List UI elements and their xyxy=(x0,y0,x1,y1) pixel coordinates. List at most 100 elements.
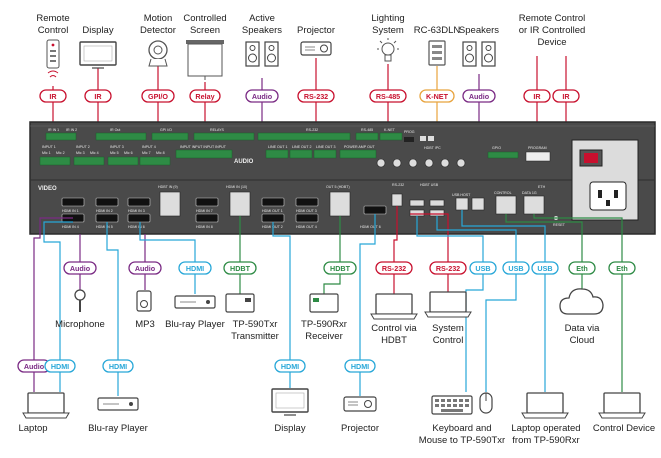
panel-usb-host: USB HOST xyxy=(452,193,471,197)
data-cloud-label-2: Cloud xyxy=(570,335,595,346)
remote-ir-device: Remote Control or IR Controlled Device xyxy=(519,13,586,80)
panel-input-4: INPUT 4 xyxy=(142,145,156,149)
keyboard-label-2: Mouse to TP-590Txr xyxy=(419,435,505,446)
laptop-icon xyxy=(27,392,65,414)
badge-eth-a: Eth xyxy=(568,261,596,275)
svg-text:Audio: Audio xyxy=(252,92,273,101)
panel-power-amp: POWER AMP OUT xyxy=(344,145,375,149)
tp590txr-label-1: TP-590Txr xyxy=(233,319,278,330)
badge-rs232-top: RS-232 xyxy=(297,89,335,103)
line-out-terminals xyxy=(265,149,377,159)
speaker-icon xyxy=(462,41,496,67)
motion-detector-label-1: Motion xyxy=(144,13,173,24)
active-speakers-label-2: Speakers xyxy=(242,25,282,36)
bottom-badges: Audio Audio HDMI HDBT HDBT RS-232 RS-232… xyxy=(17,261,636,373)
panel-hdmi-in-4: HDMI IN 4 xyxy=(62,225,79,229)
svg-text:RS-232: RS-232 xyxy=(304,92,328,101)
control-device: Control Device xyxy=(593,392,655,434)
tp590rxr-device: TP-590Rxr Receiver xyxy=(301,293,347,342)
svg-text:USB: USB xyxy=(508,264,523,273)
keyboard-label-1: Keyboard and xyxy=(432,423,491,434)
rj45-ports xyxy=(159,191,351,217)
svg-text:HDMI: HDMI xyxy=(51,362,69,371)
svg-text:Audio: Audio xyxy=(24,362,45,371)
display2-label: Display xyxy=(274,423,305,434)
rca-jacks xyxy=(376,158,466,168)
panel-hdmi-out-6: HDMI OUT 6 xyxy=(360,225,381,229)
data-cloud-label-1: Data via xyxy=(565,323,601,334)
speakers-label: Speakers xyxy=(459,25,499,36)
hdmi-inputs xyxy=(61,197,219,223)
badge-audio-mic: Audio xyxy=(63,261,97,275)
panel-line-out-3: LINE OUT 3 xyxy=(316,145,336,149)
badge-usb-a: USB xyxy=(469,261,497,275)
bluray2-label: Blu-ray Player xyxy=(88,423,148,434)
badge-hdmi-display: HDMI xyxy=(274,359,306,373)
laptop-icon xyxy=(526,392,564,414)
remote-ir-label-2: or IR Controlled xyxy=(519,25,586,36)
badge-ir-4: IR xyxy=(552,89,580,103)
badge-hdbt-tx: HDBT xyxy=(223,261,257,275)
laptop-tp-device: Laptop operated from TP-590Rxr xyxy=(511,392,581,446)
svg-text:Audio: Audio xyxy=(469,92,490,101)
projector2-device: Projector xyxy=(341,396,379,434)
bottom-connection-lines xyxy=(33,206,623,396)
panel-mic-5: Mic 5 xyxy=(110,151,119,155)
panel-reset: RESET xyxy=(553,223,566,227)
badge-audio-mp3: Audio xyxy=(128,261,162,275)
power-switch-icon xyxy=(584,153,598,163)
controlled-screen-label-2: Screen xyxy=(190,25,220,36)
panel-mic-4: Mic 4 xyxy=(90,151,99,155)
panel-program-label: PROGRAM xyxy=(528,146,547,150)
power-section xyxy=(571,139,639,221)
svg-text:Relay: Relay xyxy=(195,92,214,101)
control-device-label: Control Device xyxy=(593,423,655,434)
svg-text:RS-232: RS-232 xyxy=(436,264,460,273)
badge-rs232-a: RS-232 xyxy=(375,261,413,275)
panel-hdmi-in-1: HDMI IN 1 xyxy=(62,209,79,213)
lighting-system-label-2: System xyxy=(372,25,404,36)
panel-line-out-2: LINE OUT 2 xyxy=(292,145,312,149)
ir-signal-icon xyxy=(47,70,59,78)
panel-input-1: INPUT 1 xyxy=(42,145,56,149)
control-hdbt-label-2: HDBT xyxy=(381,335,407,346)
svg-text:IR: IR xyxy=(49,92,57,101)
badge-hdmi-bluray: HDMI xyxy=(178,261,212,275)
microphone-device: Microphone xyxy=(55,289,105,330)
panel-mic-1: Mic 1 xyxy=(42,151,51,155)
remote-control-label-2: Control xyxy=(38,25,69,36)
badge-hdmi-bluray2: HDMI xyxy=(102,359,134,373)
system-control-device: System Control xyxy=(424,291,472,346)
remote-ir-label-1: Remote Control xyxy=(519,13,586,24)
panel-data: DATA 1G xyxy=(522,191,537,195)
badge-usb-c: USB xyxy=(531,261,559,275)
speakers-device: Speakers xyxy=(459,25,499,67)
panel-hdbt-in: HDBT IN (9) xyxy=(158,185,178,189)
projector-icon xyxy=(300,41,332,56)
laptop-device: Laptop xyxy=(18,392,70,434)
badge-rs485: RS-485 xyxy=(369,89,407,103)
laptop-icon xyxy=(429,291,467,313)
control-data-ports xyxy=(495,195,545,215)
panel-audio-label: AUDIO xyxy=(234,159,254,165)
lighting-system-device: Lighting System xyxy=(371,13,405,62)
panel-prog-label: PROG xyxy=(404,130,415,134)
system-control-label-2: Control xyxy=(433,335,464,346)
panel-relays-label: RELAYS xyxy=(210,128,225,132)
panel-hdmi-in-7: HDMI IN 7 xyxy=(196,209,213,213)
svg-text:HDMI: HDMI xyxy=(186,264,204,273)
laptop-icon xyxy=(375,293,413,315)
power-socket-icon xyxy=(589,181,627,211)
svg-text:Audio: Audio xyxy=(135,264,156,273)
panel-rs232-small: RS-232 xyxy=(392,183,404,187)
lighting-system-label-1: Lighting xyxy=(371,13,404,24)
panel-input-3: INPUT 3 xyxy=(110,145,124,149)
badge-hdmi-projector: HDMI xyxy=(344,359,376,373)
badge-audio-top: Audio xyxy=(245,89,279,103)
remote-ir-label-3: Device xyxy=(537,37,566,48)
active-speakers-label-1: Active xyxy=(249,13,275,24)
rc63dln-device: RC-63DLN xyxy=(414,25,460,66)
panel-ir-out-label: IR Out xyxy=(110,128,120,132)
motion-detector-label-2: Detector xyxy=(140,25,176,36)
